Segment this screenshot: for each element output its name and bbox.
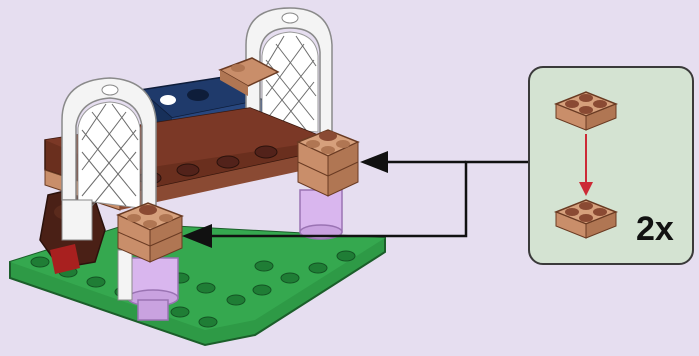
arch-bench-model — [10, 8, 385, 345]
tan-plate-stack-right — [298, 130, 358, 196]
arrow-head-right-stack — [360, 151, 388, 173]
quantity-label: 2x — [636, 210, 674, 249]
